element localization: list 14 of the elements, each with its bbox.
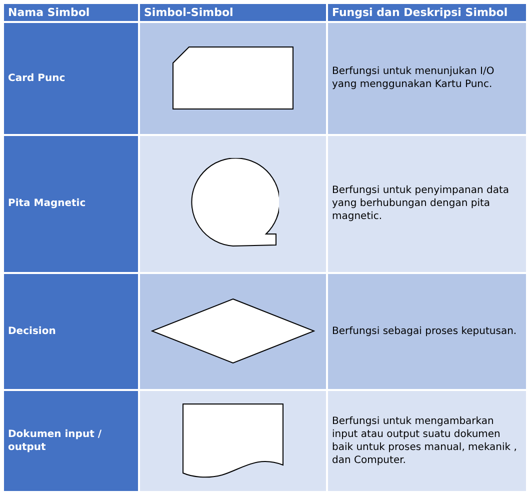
symbol-name: Decision [3,272,139,390]
description-text: Berfungsi sebagai proses keputusan. [327,272,527,390]
column-header: Nama Simbol [3,3,139,22]
column-header: Simbol-Simbol [139,3,327,22]
symbol-name: Dokumen input / output [3,390,139,492]
description-text: Berfungsi untuk menunjukan I/O yang menggunakan Kartu Punc. [327,22,527,135]
document-symbol [182,402,284,479]
description-text: Berfungsi untuk mengambarkan input atau output suatu dokumen baik untuk proses manual, mekanik , dan Computer. [327,390,527,492]
column-header: Fungsi dan Deskripsi Simbol [327,3,527,22]
symbol-name: Pita Magnetic [3,134,139,273]
punched-card-symbol [172,46,294,110]
description-text: Berfungsi untuk penyimpanan data yang berhubungan dengan pita magnetic. [327,134,527,273]
decision-diamond [151,298,315,364]
symbol-name: Card Punc [3,22,139,135]
